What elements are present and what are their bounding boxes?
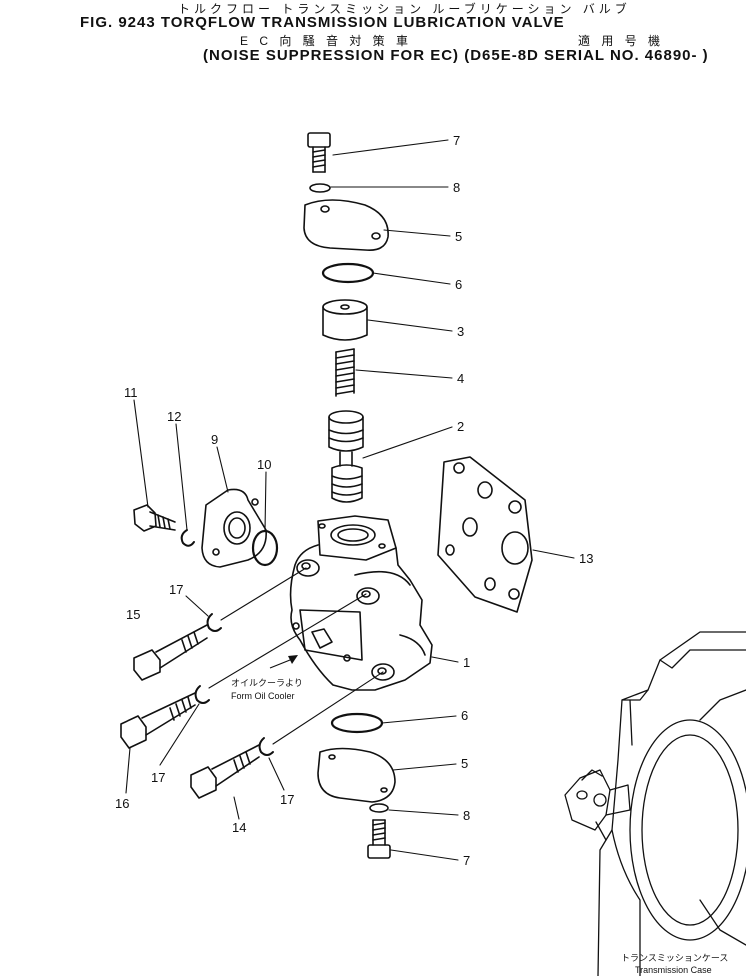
part-7-bolt-bottom: [367, 819, 391, 859]
part-8-washer-top: [309, 183, 331, 193]
part-13-gasket: [437, 456, 533, 613]
callout-8-top: 8: [453, 180, 460, 195]
part-7-bolt-top: [307, 132, 331, 173]
callout-10: 10: [257, 457, 271, 472]
callout-17-c: 17: [280, 792, 294, 807]
callout-15: 15: [126, 607, 140, 622]
header-jp-serial-label: 適 用 号 機: [578, 34, 665, 48]
part-17-washer-a: [206, 613, 222, 632]
callout-2: 2: [457, 419, 464, 434]
callout-17-b: 17: [151, 770, 165, 785]
leader-lines: [125, 139, 575, 861]
callout-3: 3: [457, 324, 464, 339]
part-15-bolt: [133, 624, 208, 681]
part-9-flange: [201, 488, 267, 568]
part-8-washer-bottom: [369, 803, 389, 813]
part-10-o-ring: [251, 529, 279, 567]
transmission-case: [564, 631, 746, 976]
header-jp-title: トルクフロー トランスミッション ルーブリケーション バルブ: [178, 2, 631, 16]
callout-6-top: 6: [455, 277, 462, 292]
oil-cooler-arrow: [269, 655, 298, 669]
part-6-o-ring-top: [321, 262, 375, 284]
part-2-spool: [328, 410, 364, 503]
part-14-bolt: [190, 744, 260, 799]
header-jp-subtitle: E C 向 騒 音 対 策 車: [240, 34, 413, 48]
transmission-case-note-en: Transmission Case: [635, 965, 712, 975]
callout-9: 9: [211, 432, 218, 447]
sub-title: (NOISE SUPPRESSION FOR EC) (D65E-8D SERI…: [203, 47, 709, 64]
callout-1: 1: [463, 655, 470, 670]
part-17-washer-c: [258, 737, 274, 756]
oil-cooler-note-jp: オイルクーラより: [231, 678, 303, 688]
callout-5-bottom: 5: [461, 756, 468, 771]
callout-13: 13: [579, 551, 593, 566]
callout-11: 11: [124, 385, 138, 400]
callout-4: 4: [457, 371, 464, 386]
part-5-cover-top: [303, 199, 389, 252]
callout-5-top: 5: [455, 229, 462, 244]
part-17-washer-b: [194, 685, 210, 704]
callout-8-bottom: 8: [463, 808, 470, 823]
part-11-bolt: [133, 504, 176, 532]
fig-title: FIG. 9243 TORQFLOW TRANSMISSION LUBRICAT…: [80, 14, 565, 31]
callout-7-top: 7: [453, 133, 460, 148]
callout-7-bottom: 7: [463, 853, 470, 868]
part-1-valve-body: [289, 515, 433, 691]
part-6-o-ring-bottom: [330, 712, 384, 734]
callout-12: 12: [167, 409, 181, 424]
callout-14: 14: [232, 820, 246, 835]
callout-6-bottom: 6: [461, 708, 468, 723]
part-3-sleeve: [322, 299, 368, 341]
transmission-case-note-jp: トランスミッションケース: [621, 953, 728, 963]
callout-16: 16: [115, 796, 129, 811]
part-12-washer: [180, 529, 195, 547]
part-16-bolt: [120, 692, 196, 749]
part-5-cover-bottom: [317, 747, 396, 803]
callout-17-a: 17: [169, 582, 183, 597]
oil-cooler-note-en: Form Oil Cooler: [231, 691, 295, 701]
part-4-spring: [335, 348, 355, 397]
